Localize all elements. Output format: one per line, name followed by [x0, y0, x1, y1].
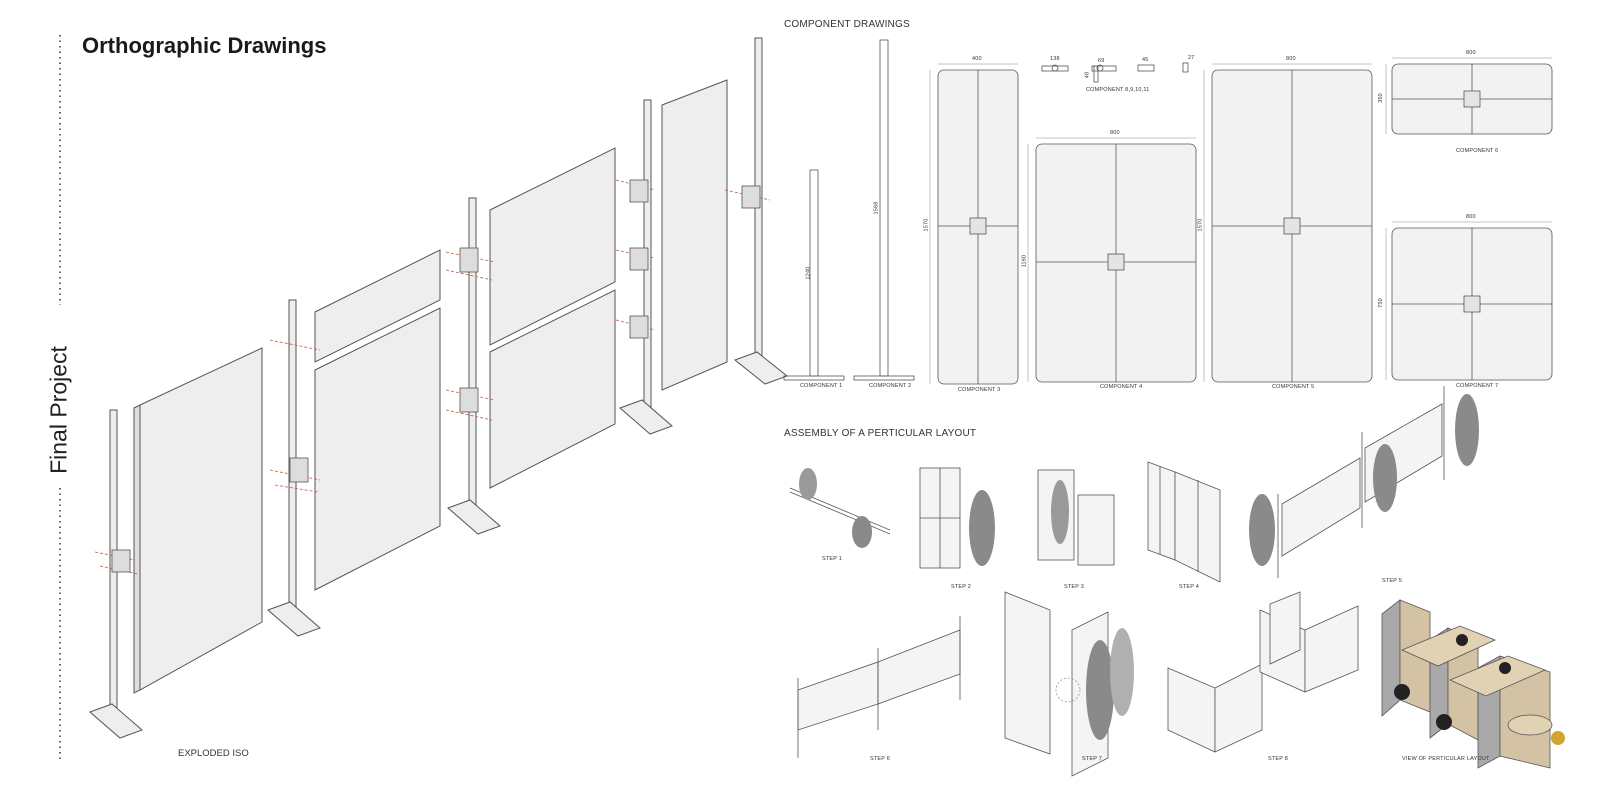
dim-h2: 69 — [1098, 58, 1105, 64]
dim-c7w: 800 — [1466, 214, 1476, 220]
component-6-label: COMPONENT 6 — [1456, 148, 1499, 154]
step-4-illustration — [1147, 461, 1221, 583]
step-5-label: STEP 5 — [1382, 578, 1403, 584]
step-4-label: STEP 4 — [1179, 584, 1200, 590]
dim-c2: 1568 — [873, 201, 880, 215]
assembly-drawings — [789, 386, 1565, 777]
component-drawings-title: COMPONENT DRAWINGS — [784, 19, 910, 30]
assembly-title: ASSEMBLY OF A PERTICULAR LAYOUT — [784, 428, 977, 439]
iso-panel-3 — [314, 307, 441, 591]
dim-h3: 48 — [1084, 71, 1091, 79]
step-8-illustration — [1167, 591, 1359, 753]
exploded-iso-drawing — [89, 37, 789, 739]
component-7-label: COMPONENT 7 — [1456, 383, 1499, 389]
step-1-label: STEP 1 — [822, 556, 843, 562]
iso-post-2 — [288, 299, 297, 613]
step-8-label: STEP 8 — [1268, 756, 1289, 762]
component-drawings — [783, 39, 1553, 385]
step-1-illustration — [789, 468, 891, 548]
component-3-label: COMPONENT 3 — [958, 387, 1001, 393]
dim-h4: 45 — [1142, 57, 1149, 63]
project-label-vertical: Final Project — [45, 346, 72, 474]
step-3-label: STEP 3 — [1064, 584, 1085, 590]
step-5-illustration — [1249, 386, 1479, 578]
dim-h1: 138 — [1050, 56, 1060, 62]
dim-c1: 1240 — [805, 266, 812, 280]
iso-foot-1 — [89, 703, 143, 739]
step-3-illustration — [1037, 469, 1115, 566]
component-2-post — [879, 39, 889, 377]
step-2-illustration — [919, 467, 995, 569]
component-8-11-hardware — [1041, 62, 1189, 83]
final-layout-view — [1381, 599, 1565, 769]
iso-post-3 — [468, 197, 477, 511]
dimension-lines — [929, 57, 1552, 384]
iso-foot-4 — [619, 399, 673, 435]
iso-panel-1 — [139, 347, 263, 691]
iso-brackets — [111, 179, 761, 573]
component-4-label: COMPONENT 4 — [1100, 384, 1143, 390]
step-7-label: STEP 7 — [1082, 756, 1103, 762]
dim-c3w: 400 — [972, 56, 982, 62]
dim-c6h: 350 — [1377, 93, 1384, 103]
component-1-label: COMPONENT 1 — [800, 383, 843, 389]
iso-panel-5 — [489, 289, 616, 489]
step-2-label: STEP 2 — [951, 584, 972, 590]
dim-c3h: 1570 — [923, 218, 930, 232]
step-6-illustration — [797, 616, 961, 758]
iso-panel-6 — [661, 79, 728, 391]
iso-foot-3 — [447, 499, 501, 535]
dim-h5: 27 — [1188, 55, 1195, 61]
final-layout-label: VIEW OF PERTICULAR LAYOUT — [1402, 756, 1490, 762]
dim-c6w: 800 — [1466, 50, 1476, 56]
component-2-label: COMPONENT 2 — [869, 383, 912, 389]
dim-c4h: 1160 — [1021, 254, 1028, 268]
dim-c7h: 750 — [1377, 298, 1384, 308]
exploded-iso-label: EXPLODED ISO — [178, 748, 249, 759]
dim-c4w: 800 — [1110, 130, 1120, 136]
dim-c5h: 1570 — [1197, 218, 1204, 232]
dim-c5w: 800 — [1286, 56, 1296, 62]
component-8-11-label: COMPONENT 8,9,10,11 — [1086, 87, 1150, 93]
step-6-label: STEP 6 — [870, 756, 891, 762]
iso-foot-2 — [267, 601, 321, 637]
iso-panel-2 — [314, 249, 441, 363]
iso-foot-5 — [733, 351, 789, 385]
page-title: Orthographic Drawings — [82, 33, 327, 58]
iso-panel-4 — [489, 147, 616, 346]
step-7-illustration — [1004, 591, 1134, 777]
component-5-label: COMPONENT 5 — [1272, 384, 1315, 390]
